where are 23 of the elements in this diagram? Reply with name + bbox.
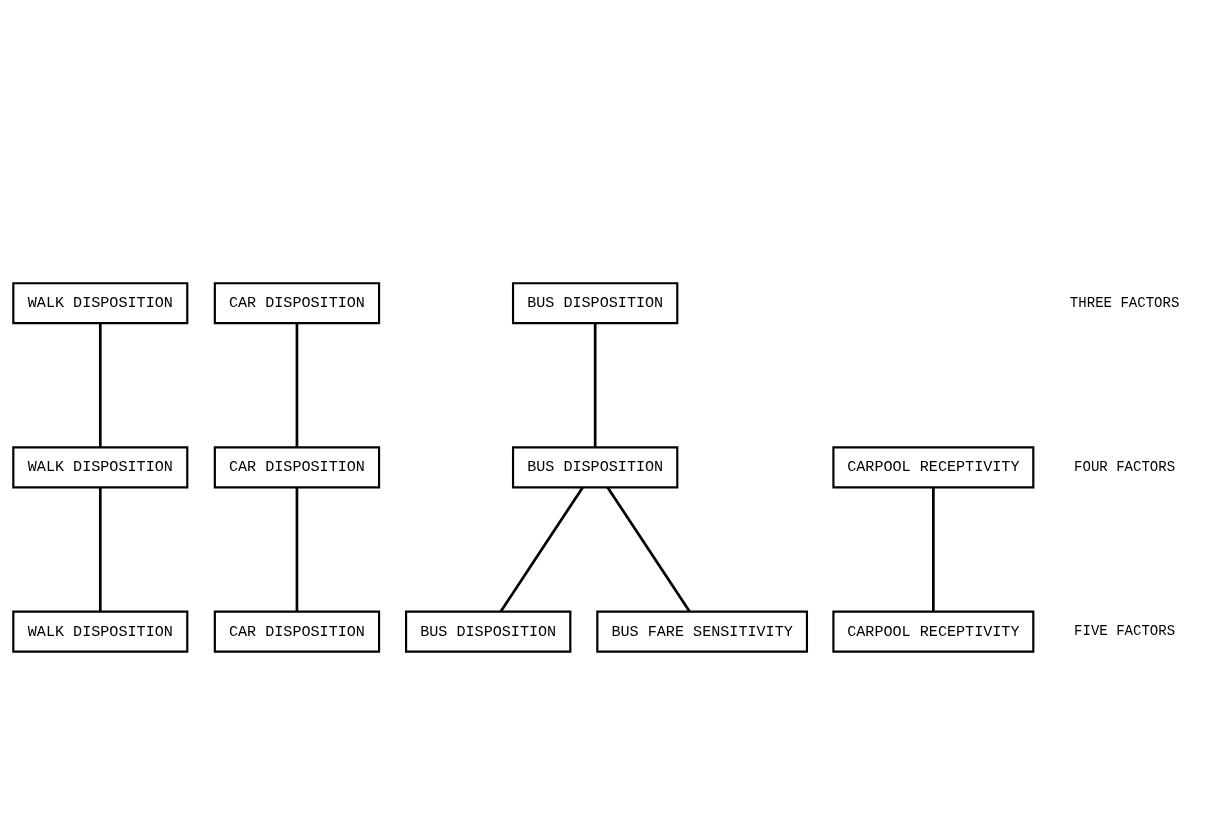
connector <box>499 486 584 613</box>
node-box: CARPOOL RECEPTIVITY <box>831 610 1034 653</box>
connector <box>931 487 935 612</box>
node-box: CAR DISPOSITION <box>213 610 380 653</box>
node-box: BUS FARE SENSITIVITY <box>595 610 808 653</box>
label: THREE FACTORS <box>1069 294 1179 311</box>
connector <box>593 323 596 448</box>
label: FIVE FACTORS <box>1073 623 1175 640</box>
node-box: WALK DISPOSITION <box>11 610 188 653</box>
node-box: CAR DISPOSITION <box>213 282 380 325</box>
connector <box>98 323 102 448</box>
node-box: WALK DISPOSITION <box>11 282 188 325</box>
node-box: WALK DISPOSITION <box>11 446 188 489</box>
connector <box>295 487 298 612</box>
node-box: BUS DISPOSITION <box>511 446 678 489</box>
connector <box>606 486 691 613</box>
node-box: BUS DISPOSITION <box>404 610 571 653</box>
node-box: CAR DISPOSITION <box>213 446 380 489</box>
node-box: CARPOOL RECEPTIVITY <box>831 446 1034 489</box>
label: FOUR FACTORS <box>1073 459 1175 476</box>
connector <box>295 323 298 448</box>
connector <box>98 487 102 612</box>
node-box: BUS DISPOSITION <box>511 282 678 325</box>
